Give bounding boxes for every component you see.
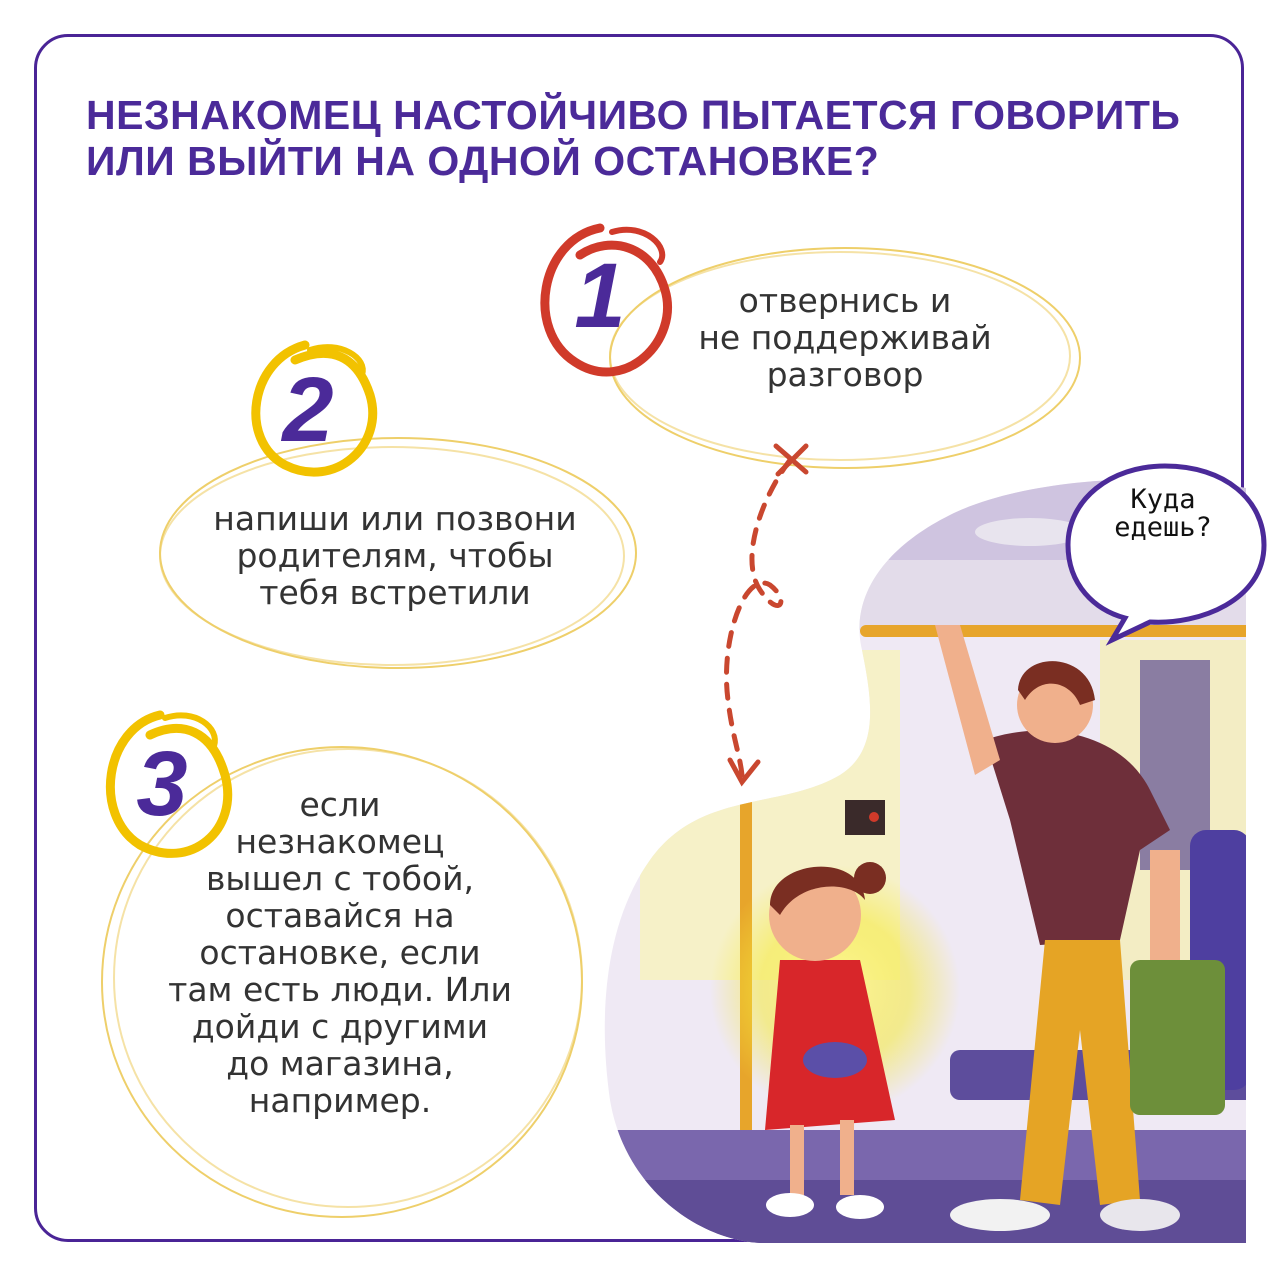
man-figure [935, 625, 1225, 1231]
girl-figure [765, 862, 895, 1219]
step-3-line: там есть люди. Или [168, 970, 512, 1009]
step-3-line: оставайся на [225, 896, 455, 935]
title-line-2: или выйти на одной остановке? [86, 138, 880, 184]
bubble-outlines [101, 247, 1081, 1218]
step-3-line: например. [248, 1081, 432, 1120]
speech-line-2: едешь? [1114, 512, 1212, 543]
step-3-line: вышел с тобой, [205, 859, 475, 898]
page-title: Незнакомец настойчиво пытается говорить … [86, 92, 1186, 184]
step-3-line: если [299, 785, 381, 824]
circle-scribble-icon [251, 340, 378, 477]
step-2-line: родителям, чтобы [236, 536, 554, 575]
step-2-line: напиши или позвони [213, 499, 577, 538]
step-3-line: остановке, если [199, 933, 481, 972]
speech-bubble-icon [1065, 463, 1267, 646]
speech-line-1: Куда [1130, 484, 1196, 515]
step-1-line: разговор [766, 355, 924, 394]
number-circles [105, 223, 672, 858]
step-3-line: до магазина, [226, 1044, 454, 1083]
step-1-line: не поддерживай [698, 318, 992, 357]
step-3-line: незнакомец [235, 822, 445, 861]
step-3-text: если незнакомец вышел с тобой, оставайся… [130, 786, 550, 1119]
step-number-1: 1 [574, 245, 626, 347]
step-2-line: тебя встретили [259, 573, 531, 612]
speech-bubble-text: Куда едешь? [1078, 486, 1248, 542]
circle-scribble-icon [540, 223, 672, 377]
title-line-1: Незнакомец настойчиво пытается говорить [86, 92, 1181, 138]
step-number-3: 3 [136, 733, 188, 835]
circle-scribble-icon [105, 710, 233, 858]
step-3-line: дойди с другими [191, 1007, 489, 1046]
step-1-text: отвернись и не поддерживай разговор [660, 282, 1030, 393]
step-number-2: 2 [282, 359, 334, 461]
dotted-arrow-icon [724, 443, 809, 787]
step-1-line: отвернись и [738, 281, 952, 320]
step-2-text: напиши или позвони родителям, чтобы тебя… [180, 500, 610, 611]
